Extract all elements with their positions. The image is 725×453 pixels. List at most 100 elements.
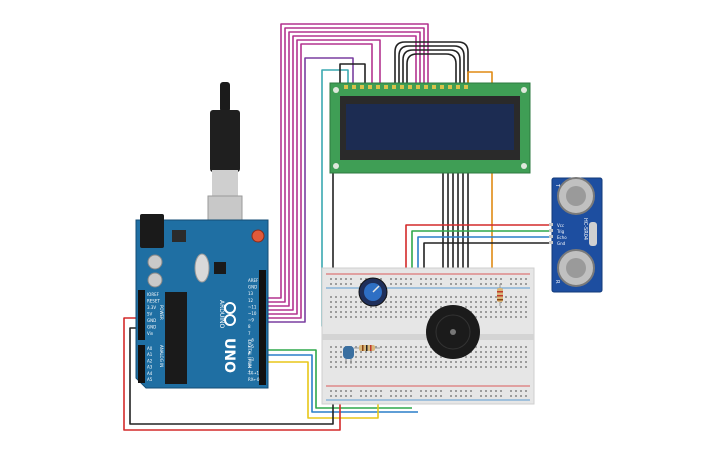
breadboard-hole bbox=[370, 316, 372, 318]
breadboard-hole bbox=[510, 296, 512, 298]
sensor-pin[interactable] bbox=[549, 235, 553, 238]
breadboard-hole bbox=[355, 316, 357, 318]
lcd-pin[interactable] bbox=[408, 85, 412, 89]
breadboard-hole bbox=[510, 311, 512, 313]
analog-pin-label: A1 bbox=[147, 352, 153, 357]
breadboard-hole bbox=[330, 283, 332, 285]
breadboard-hole bbox=[500, 283, 502, 285]
breadboard-hole bbox=[500, 351, 502, 353]
sensor-pin[interactable] bbox=[549, 241, 553, 244]
breadboard-hole bbox=[470, 356, 472, 358]
breadboard-hole bbox=[395, 311, 397, 313]
breadboard-hole bbox=[335, 395, 337, 397]
breadboard-hole bbox=[425, 301, 427, 303]
breadboard-hole bbox=[430, 296, 432, 298]
lcd-mount-hole bbox=[333, 163, 339, 169]
breadboard-hole bbox=[375, 366, 377, 368]
breadboard-hole bbox=[375, 316, 377, 318]
breadboard-hole bbox=[345, 366, 347, 368]
sensor-pin[interactable] bbox=[549, 223, 553, 226]
breadboard-hole bbox=[330, 311, 332, 313]
breadboard-hole bbox=[340, 351, 342, 353]
breadboard-hole bbox=[395, 390, 397, 392]
power-pin-label: Vin bbox=[147, 331, 154, 336]
lcd-pin[interactable] bbox=[424, 85, 428, 89]
lcd-pin[interactable] bbox=[376, 85, 380, 89]
breadboard-hole bbox=[385, 306, 387, 308]
potentiometer[interactable] bbox=[358, 277, 388, 307]
analog-pin-label: A3 bbox=[147, 365, 153, 370]
lcd-pin[interactable] bbox=[344, 85, 348, 89]
breadboard-hole bbox=[340, 361, 342, 363]
breadboard-hole bbox=[420, 366, 422, 368]
breadboard-hole bbox=[525, 301, 527, 303]
breadboard-hole bbox=[495, 306, 497, 308]
breadboard-hole bbox=[465, 361, 467, 363]
breadboard-hole bbox=[330, 395, 332, 397]
lcd-pin[interactable] bbox=[360, 85, 364, 89]
digital-header-label: DIGITAL (PWM ~) bbox=[247, 340, 252, 375]
breadboard-hole bbox=[455, 366, 457, 368]
lcd-pin[interactable] bbox=[448, 85, 452, 89]
breadboard-hole bbox=[355, 356, 357, 358]
lcd-pin[interactable] bbox=[440, 85, 444, 89]
breadboard-hole bbox=[395, 346, 397, 348]
breadboard-hole bbox=[420, 278, 422, 280]
breadboard-hole bbox=[415, 346, 417, 348]
breadboard-hole bbox=[440, 306, 442, 308]
digital-pin-label: ~9 bbox=[248, 318, 254, 323]
breadboard-hole bbox=[390, 311, 392, 313]
reset-button[interactable] bbox=[251, 229, 265, 243]
breadboard-hole bbox=[345, 278, 347, 280]
breadboard-hole bbox=[455, 390, 457, 392]
breadboard-hole bbox=[440, 366, 442, 368]
breadboard-hole bbox=[525, 311, 527, 313]
lcd-pin[interactable] bbox=[384, 85, 388, 89]
breadboard-hole bbox=[350, 311, 352, 313]
lcd-pin[interactable] bbox=[432, 85, 436, 89]
breadboard-hole bbox=[390, 395, 392, 397]
breadboard-hole bbox=[485, 278, 487, 280]
breadboard-hole bbox=[410, 301, 412, 303]
sensor-pin[interactable] bbox=[549, 229, 553, 232]
breadboard-hole bbox=[495, 346, 497, 348]
lcd-pin[interactable] bbox=[416, 85, 420, 89]
lcd-pin[interactable] bbox=[392, 85, 396, 89]
breadboard-hole bbox=[405, 301, 407, 303]
breadboard-hole bbox=[400, 278, 402, 280]
breadboard-hole bbox=[385, 361, 387, 363]
breadboard-hole bbox=[425, 296, 427, 298]
lcd-pin[interactable] bbox=[352, 85, 356, 89]
breadboard-hole bbox=[520, 366, 522, 368]
wire-pin10-lcd bbox=[268, 31, 421, 307]
breadboard-hole bbox=[465, 366, 467, 368]
breadboard-hole bbox=[475, 301, 477, 303]
breadboard-hole bbox=[380, 356, 382, 358]
breadboard-hole bbox=[490, 316, 492, 318]
breadboard-hole bbox=[360, 316, 362, 318]
breadboard-hole bbox=[395, 301, 397, 303]
breadboard-hole bbox=[490, 361, 492, 363]
breadboard-hole bbox=[450, 278, 452, 280]
breadboard-hole bbox=[455, 296, 457, 298]
breadboard-hole bbox=[360, 366, 362, 368]
lcd-pin[interactable] bbox=[368, 85, 372, 89]
lcd-pin[interactable] bbox=[464, 85, 468, 89]
breadboard-hole bbox=[470, 361, 472, 363]
small-chip bbox=[214, 262, 226, 274]
breadboard-hole bbox=[505, 316, 507, 318]
breadboard-hole bbox=[460, 390, 462, 392]
lcd-pin[interactable] bbox=[456, 85, 460, 89]
breadboard-hole bbox=[385, 346, 387, 348]
breadboard-hole bbox=[495, 296, 497, 298]
transducer-transmit-inner bbox=[566, 186, 586, 206]
breadboard-hole bbox=[485, 346, 487, 348]
breadboard-hole bbox=[330, 346, 332, 348]
digital-pin-label: AREF bbox=[248, 278, 259, 283]
breadboard-hole bbox=[515, 283, 517, 285]
lcd-pin[interactable] bbox=[400, 85, 404, 89]
breadboard-hole bbox=[330, 278, 332, 280]
breadboard-hole bbox=[390, 390, 392, 392]
breadboard-hole bbox=[345, 311, 347, 313]
breadboard-hole bbox=[350, 283, 352, 285]
